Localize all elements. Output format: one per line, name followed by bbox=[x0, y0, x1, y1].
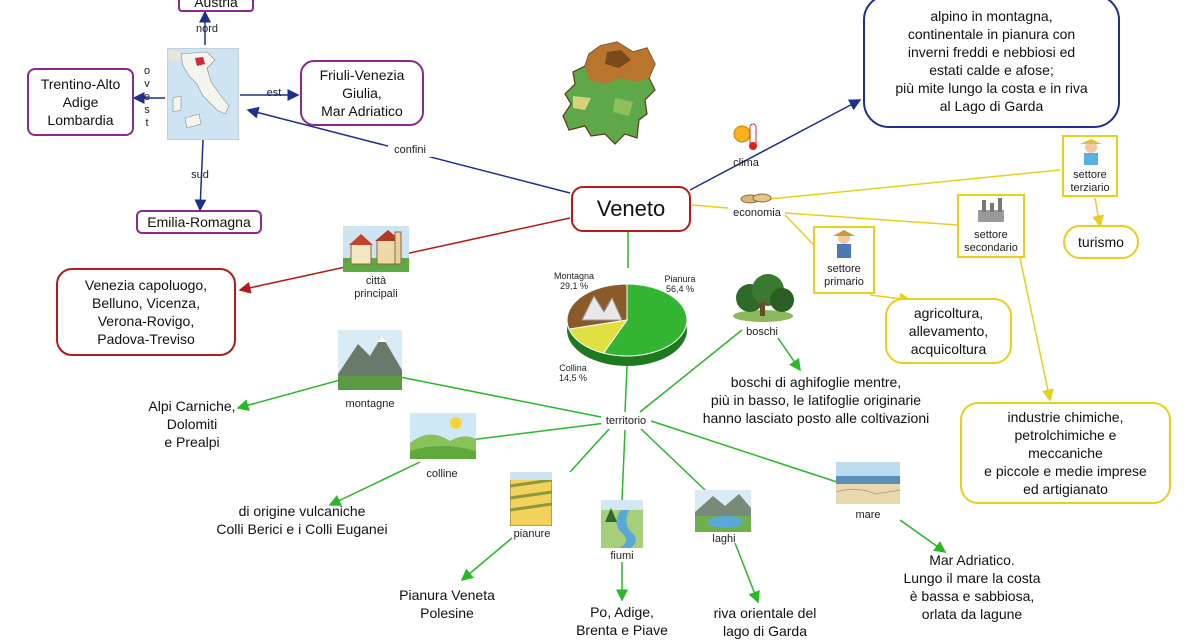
colline-text: di origine vulcaniche Colli Berici e i C… bbox=[216, 503, 388, 537]
coins-icon bbox=[740, 193, 772, 204]
line-terziario bbox=[759, 169, 1061, 201]
farmer-icon bbox=[833, 230, 855, 258]
pie-slice-pianura bbox=[602, 283, 688, 357]
center-title: Veneto bbox=[596, 196, 666, 221]
line-colline bbox=[469, 422, 607, 441]
line-montagne-text bbox=[236, 379, 341, 412]
pie-label-montagna: Montagna 29,1 % bbox=[553, 271, 595, 291]
node-primario-text[interactable]: agricoltura, allevamento, acquicoltura bbox=[885, 298, 1012, 364]
center-node[interactable]: Veneto bbox=[571, 186, 691, 232]
trentino-label: Trentino-Alto Adige Lombardia bbox=[40, 76, 121, 128]
pie-label-pianura: Pianura 56,4 % bbox=[664, 274, 696, 294]
friuli-label: Friuli-Venezia Giulia, Mar Adriatico bbox=[319, 67, 405, 119]
node-fiumi-text[interactable]: Po, Adige, Brenta e Piave bbox=[558, 603, 686, 643]
secondario-text: industrie chimiche, petrolchimiche e mec… bbox=[984, 409, 1147, 497]
node-cities-text[interactable]: Venezia capoluogo, Belluno, Vicenza, Ver… bbox=[56, 268, 236, 356]
sun-thermometer-icon bbox=[733, 123, 757, 150]
fiumi-text: Po, Adige, Brenta e Piave bbox=[576, 604, 668, 638]
label-pianure: pianure bbox=[513, 527, 551, 540]
label-colline: colline bbox=[426, 467, 458, 480]
node-pianure-text[interactable]: Pianura Veneta Polesine bbox=[385, 584, 509, 624]
line-secondario bbox=[784, 212, 959, 226]
node-friuli[interactable]: Friuli-Venezia Giulia, Mar Adriatico bbox=[300, 60, 424, 126]
hills-icon bbox=[410, 413, 476, 459]
node-boschi-text[interactable]: boschi di aghifoglie mentre, più in bass… bbox=[680, 372, 952, 428]
montagne-text: Alpi Carniche, Dolomiti e Prealpi bbox=[148, 398, 236, 450]
line-colline-text bbox=[328, 461, 421, 506]
label-citta: città principali bbox=[354, 275, 398, 300]
primario-text: agricoltura, allevamento, acquicoltura bbox=[908, 305, 989, 357]
node-mare-text[interactable]: Mar Adriatico. Lungo il mare la costa è … bbox=[884, 550, 1060, 624]
line-boschi bbox=[639, 329, 743, 413]
line-mare-text bbox=[899, 519, 947, 553]
node-clima-text[interactable]: alpino in montagna, continentale in pian… bbox=[863, 0, 1120, 128]
pie-mountain-decoration bbox=[581, 294, 623, 321]
node-trentino[interactable]: Trentino-Alto Adige Lombardia bbox=[27, 68, 134, 136]
line-boschi-text bbox=[777, 337, 801, 372]
line-pianure bbox=[569, 427, 611, 473]
node-laghi-text[interactable]: riva orientale del lago di Garda bbox=[700, 604, 830, 644]
emilia-label: Emilia-Romagna bbox=[147, 214, 251, 230]
village-icon bbox=[343, 226, 409, 272]
line-economia bbox=[691, 204, 729, 209]
node-montagne-text[interactable]: Alpi Carniche, Dolomiti e Prealpi bbox=[132, 396, 252, 452]
node-austria[interactable]: Austria bbox=[178, 0, 254, 12]
line-secondario-text bbox=[1019, 257, 1054, 402]
line-laghi bbox=[639, 427, 706, 491]
label-montagne: montagne bbox=[345, 397, 395, 410]
river-icon bbox=[601, 500, 643, 548]
pie-chart bbox=[566, 283, 688, 366]
pie-label-collina: Collina 14,5 % bbox=[558, 363, 588, 383]
line-laghi-text bbox=[734, 542, 760, 604]
pianure-text: Pianura Veneta Polesine bbox=[399, 587, 495, 621]
austria-label: Austria bbox=[194, 0, 238, 10]
node-emilia[interactable]: Emilia-Romagna bbox=[136, 210, 262, 234]
label-laghi: laghi bbox=[712, 532, 736, 545]
beach-icon bbox=[836, 462, 900, 504]
terziario-text: turismo bbox=[1078, 234, 1124, 250]
label-fiumi: fiumi bbox=[610, 549, 634, 562]
lake-icon bbox=[695, 490, 751, 532]
tourist-icon bbox=[1080, 139, 1102, 165]
label-est: est bbox=[266, 86, 282, 99]
line-mare bbox=[647, 419, 841, 484]
mountain-icon bbox=[338, 330, 402, 390]
node-colline-text[interactable]: di origine vulcaniche Colli Berici e i C… bbox=[196, 500, 408, 540]
line-clima bbox=[689, 99, 862, 191]
label-mare: mare bbox=[855, 508, 881, 521]
label-ovest: o v e s t bbox=[143, 64, 151, 129]
concept-map: Veneto Austria nord Trentino-Alto Adige … bbox=[27, 0, 1171, 639]
plain-fields-icon bbox=[510, 472, 552, 526]
label-territorio: territorio bbox=[601, 413, 651, 429]
label-terziario: settore terziario bbox=[1070, 169, 1110, 194]
laghi-text: riva orientale del lago di Garda bbox=[713, 605, 817, 639]
label-secondario: settore secondario bbox=[964, 229, 1018, 254]
label-boschi: boschi bbox=[746, 325, 778, 338]
label-primario: settore primario bbox=[824, 263, 864, 288]
veneto-map-icon bbox=[562, 41, 656, 145]
node-secondario-text[interactable]: industrie chimiche, petrolchimiche e mec… bbox=[960, 402, 1171, 504]
forest-icon bbox=[733, 274, 794, 322]
label-sud: sud bbox=[191, 168, 209, 181]
line-fiumi bbox=[621, 429, 626, 501]
boschi-text: boschi di aghifoglie mentre, più in bass… bbox=[702, 374, 930, 426]
label-clima: clima bbox=[733, 156, 759, 169]
cities-text: Venezia capoluogo, Belluno, Vicenza, Ver… bbox=[84, 277, 208, 347]
line-montagne bbox=[399, 376, 607, 419]
connector-lines bbox=[132, 10, 1105, 604]
node-terziario-text[interactable]: turismo bbox=[1063, 225, 1139, 259]
label-nord: nord bbox=[195, 22, 219, 35]
italy-map-icon bbox=[167, 48, 239, 140]
line-sud bbox=[194, 139, 207, 212]
clima-text: alpino in montagna, continentale in pian… bbox=[895, 8, 1088, 114]
label-economia: economia bbox=[733, 206, 781, 219]
line-pianure-text bbox=[460, 537, 513, 581]
factory-icon bbox=[978, 198, 1004, 222]
pie-slice-collina bbox=[568, 319, 629, 354]
label-confini: confini bbox=[388, 143, 432, 157]
line-terziario-text bbox=[1092, 197, 1105, 228]
mare-text: Mar Adriatico. Lungo il mare la costa è … bbox=[903, 552, 1041, 622]
pie-slices bbox=[566, 283, 688, 366]
